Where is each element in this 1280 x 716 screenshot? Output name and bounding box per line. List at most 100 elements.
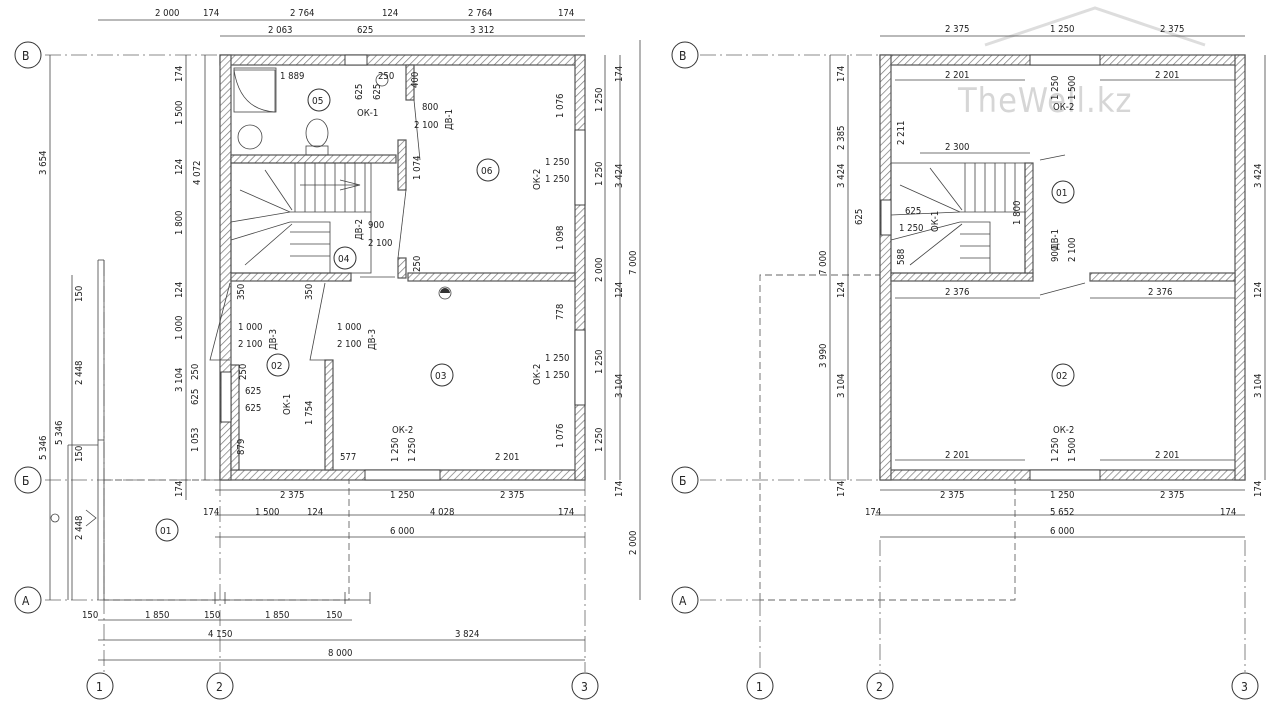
- r-in-top-1: 2 201: [945, 70, 969, 81]
- axis-1-right: 1: [756, 680, 763, 694]
- lbl-577: 577: [340, 452, 356, 463]
- dim-bottom2-2: 1 500: [255, 507, 279, 518]
- dim-left-5: 124: [174, 282, 185, 298]
- r-bottom1-1: 2 375: [940, 490, 964, 501]
- dim-leftC-4: 2 448: [74, 361, 85, 385]
- r-lbl-ok1: ОК-1: [930, 211, 941, 232]
- lbl-250c: 250: [238, 364, 249, 380]
- room-l01: 01: [160, 526, 171, 537]
- dim-top2-1: 2 063: [268, 25, 292, 36]
- dim-leftB-2: 3 104: [174, 368, 185, 392]
- axis-2-left: 2: [216, 680, 223, 694]
- lbl-1250b: 1 250: [545, 174, 569, 185]
- dim-right-10: 1 250: [594, 428, 605, 452]
- dim-right3-5: 2 000: [628, 531, 639, 555]
- r-lbl-1250: 1 250: [899, 223, 923, 234]
- dim-right3-3: 3 104: [614, 374, 625, 398]
- lbl-350a: 350: [236, 284, 247, 300]
- dim-right-6: 2 000: [594, 258, 605, 282]
- lbl-625c: 625: [245, 386, 261, 397]
- dim-leftC-7: 150: [74, 446, 85, 462]
- lbl-1250e: 1 250: [390, 438, 401, 462]
- ground-floor-plan: 2 000 174 2 764 124 2 764 174 2 063 625 …: [14, 8, 641, 700]
- r-lbl-2376b: 2 376: [1148, 287, 1172, 298]
- lbl-625b: 625: [372, 84, 383, 100]
- lbl-ok1b: ОК-1: [282, 394, 293, 415]
- dim-bottom5-1: 4 150: [208, 629, 232, 640]
- dim-right-7: 778: [555, 304, 566, 320]
- lbl-879: 879: [236, 439, 247, 455]
- r-lbl-1500b: 1 500: [1067, 438, 1078, 462]
- dim-bottom4-4: 1 850: [265, 610, 289, 621]
- axis-a-left: А: [22, 594, 30, 608]
- dim-leftC-3: 5 346: [54, 421, 65, 445]
- r-left2-1: 7 000: [818, 251, 829, 275]
- dim-left-6: 1 000: [174, 316, 185, 340]
- dim-bottom2-1: 174: [203, 507, 219, 518]
- dim-right-9: 1 076: [555, 424, 566, 448]
- r-ok2-top: ОК-2: [1053, 102, 1074, 113]
- r-lbl-1800: 1 800: [1012, 201, 1023, 225]
- dim-top2-3: 3 312: [470, 25, 494, 36]
- r-right1-2: 124: [1253, 282, 1264, 298]
- r-in-top-4: 2 201: [1155, 70, 1179, 81]
- dim-bottom5-2: 3 824: [455, 629, 479, 640]
- r-lbl-588: 588: [896, 249, 907, 265]
- r-lbl-2100: 2 100: [1067, 238, 1078, 262]
- axis-2-right: 2: [876, 680, 883, 694]
- dim-bottom1-3: 2 375: [500, 490, 524, 501]
- r-lbl-dv1: ДВ-1: [1050, 229, 1061, 250]
- upper-floor-plan: 2 375 1 250 2 375 2 201 1 250 1 500 2 20…: [671, 24, 1266, 700]
- dim-left-3: 124: [174, 159, 185, 175]
- r-lbl-ok2b: ОК-2: [1053, 425, 1074, 436]
- dim-bottom2-4: 4 028: [430, 507, 454, 518]
- r-lbl-625: 625: [905, 206, 921, 217]
- lbl-dv3b: ДВ-3: [367, 329, 378, 350]
- lbl-250b: 250: [412, 256, 423, 272]
- lbl-250a: 250: [378, 71, 394, 82]
- axis-b-left: Б: [22, 474, 29, 488]
- r-left2-2: 3 990: [818, 344, 829, 368]
- lbl-2201: 2 201: [495, 452, 519, 463]
- r-right1-3: 3 104: [1253, 374, 1264, 398]
- r-lbl-2201b: 2 201: [1155, 450, 1179, 461]
- r-lbl-900: 900: [1050, 246, 1061, 262]
- dim-right-8: 1 250: [594, 350, 605, 374]
- room-l04: 04: [338, 254, 350, 265]
- lbl-625a: 625: [354, 84, 365, 100]
- dim-left-1: 174: [174, 66, 185, 82]
- axis-3-left: 3: [581, 680, 588, 694]
- r-left1-6: 3 104: [836, 374, 847, 398]
- r-lbl-1250b: 1 250: [1050, 438, 1061, 462]
- dim-top-6: 174: [558, 8, 574, 19]
- dim-right-5: 1 098: [555, 226, 566, 250]
- lbl-625d: 625: [245, 403, 261, 414]
- lbl-1000b: 1 000: [337, 322, 361, 333]
- dim-top-3: 2 764: [290, 8, 314, 19]
- lbl-1250f: 1 250: [407, 438, 418, 462]
- lbl-1754: 1 754: [304, 401, 315, 425]
- dim-bottom2-5: 174: [558, 507, 574, 518]
- axis-v-left: В: [22, 49, 29, 63]
- dim-left-9: 1 053: [190, 428, 201, 452]
- r-lbl-2300: 2 300: [945, 142, 969, 153]
- lbl-ok2b: ОК-2: [532, 364, 543, 385]
- dim-top-1: 2 000: [155, 8, 179, 19]
- lbl-1250a: 1 250: [545, 157, 569, 168]
- dim-right3-2: 124: [614, 282, 625, 298]
- dim-leftB-1: 4 072: [192, 161, 203, 185]
- lbl-dv2: ДВ-2: [354, 219, 365, 240]
- dim-right-3: 1 250: [594, 88, 605, 112]
- r-in-top-2: 1 250: [1050, 76, 1061, 100]
- dim-top2-2: 625: [357, 25, 373, 36]
- lbl-2100b: 2 100: [368, 238, 392, 249]
- room-l03: 03: [435, 371, 446, 382]
- r-bottom1-2: 1 250: [1050, 490, 1074, 501]
- room-l05: 05: [312, 96, 323, 107]
- room-l02: 02: [271, 361, 282, 372]
- watermark: TheWell.kz: [957, 6, 1206, 121]
- r-lbl-2201a: 2 201: [945, 450, 969, 461]
- r-bottom3: 6 000: [1050, 526, 1074, 537]
- r-dim-top-1: 2 375: [945, 24, 969, 35]
- dim-right-4: 1 250: [594, 162, 605, 186]
